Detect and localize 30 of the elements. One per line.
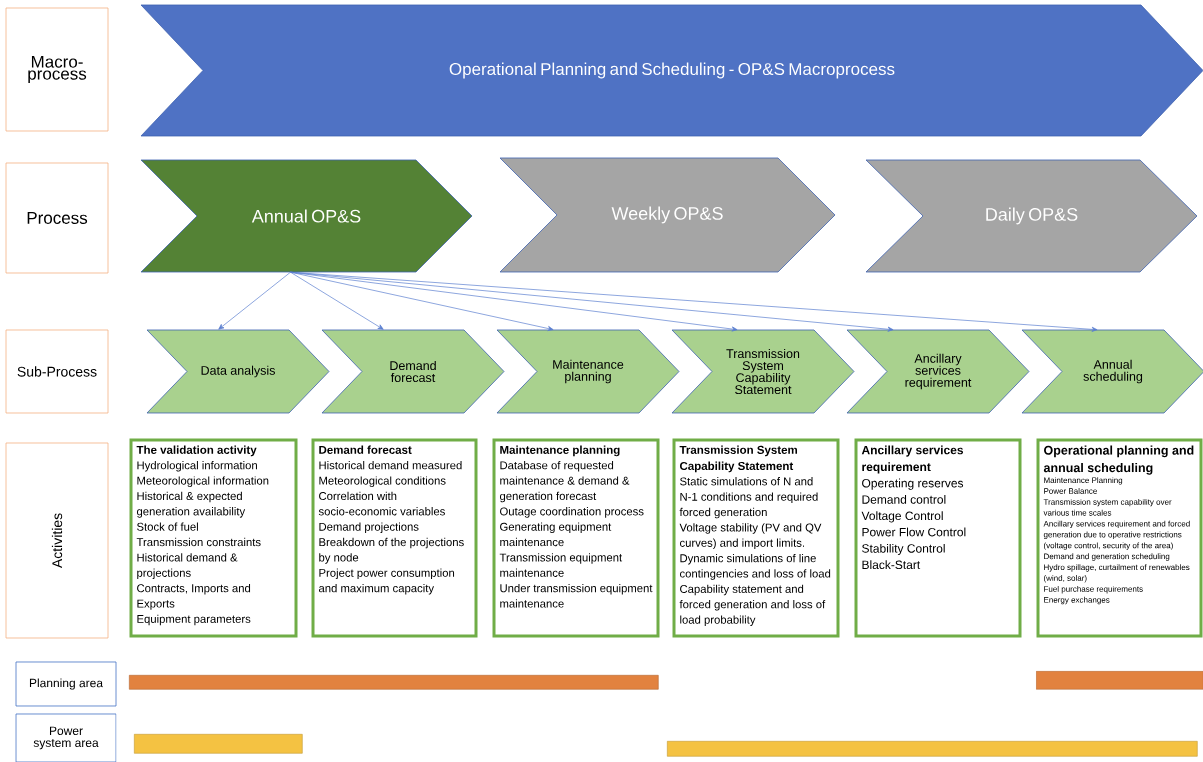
area-bar [129,675,659,690]
row-label: Process [5,162,109,274]
process-step: Annual OP&S [140,159,473,273]
macroprocess-banner: Operational Planning and Scheduling - OP&S Macroprocess [140,4,1203,137]
subprocess-step: Transmission System Capability Statement [671,329,855,414]
process-step: Daily OP&S [865,159,1198,273]
subprocess-step: Data analysis [146,329,330,414]
area-bar [667,741,1198,757]
process-step: Weekly OP&S [499,157,836,273]
arrow [290,271,554,331]
activity-box: Maintenance planning Database of requested maintenance & demand & generation forecast Outage coordination process Generating equipment maintenance Transmission equipment maintenance Under transmission equipment maintenance [492,438,660,638]
row-label: Activities [5,442,109,639]
activity-box: Demand forecast Historical demand measured Meteorological conditions Correlation with socio-economic variables Demand projections Breakdown of the projections by node Project power consumption and maximum capacity [311,438,478,638]
area-bar [134,734,303,754]
subprocess-step: Demand forecast [321,329,505,414]
row-label: Macro-process [5,7,109,132]
row-label: Sub-Process [5,329,109,414]
subprocess-step: Annual scheduling [1021,329,1203,414]
activity-box: Transmission System Capability Statement Static simulations of N and N-1 conditions and required forced generation Voltage stability (PV and QV curves) and import limits. Dynamic simulations of line contingencies and loss of load Capability statement and forced generation and loss of load probability [672,438,840,638]
row-label: Planning area [15,661,117,707]
subprocess-step: Ancillary services requirement [846,329,1030,414]
activity-box: Ancillary services requirement Operating reserves Demand control Voltage Control Power Flow Control Stability Control Black-Start [854,438,1022,638]
arrow [218,271,291,330]
area-bar [1036,671,1203,690]
subprocess-step: Maintenance planning [496,329,680,414]
row-label: Power system area [15,713,117,762]
arrow [290,271,1098,332]
activity-box: The validation activity Hydrological information Meteorological information Historical & expected generation availability Stock of fuel Transmission constraints Historical demand & projections Contracts, Imports and Exports Equipment parameters [129,438,298,638]
activity-box: Operational planning and annual scheduling Maintenance Planning Power Balance Transmission system capability over various time scales Ancillary services requirement and forced generation due to operative restrictions (voltage control, security of the area) Demand and generation scheduling Hydro spillage, curtailment of renewables (wind, solar) Fuel purchase requirements Energy exchanges [1036,438,1203,638]
arrow [290,271,384,330]
